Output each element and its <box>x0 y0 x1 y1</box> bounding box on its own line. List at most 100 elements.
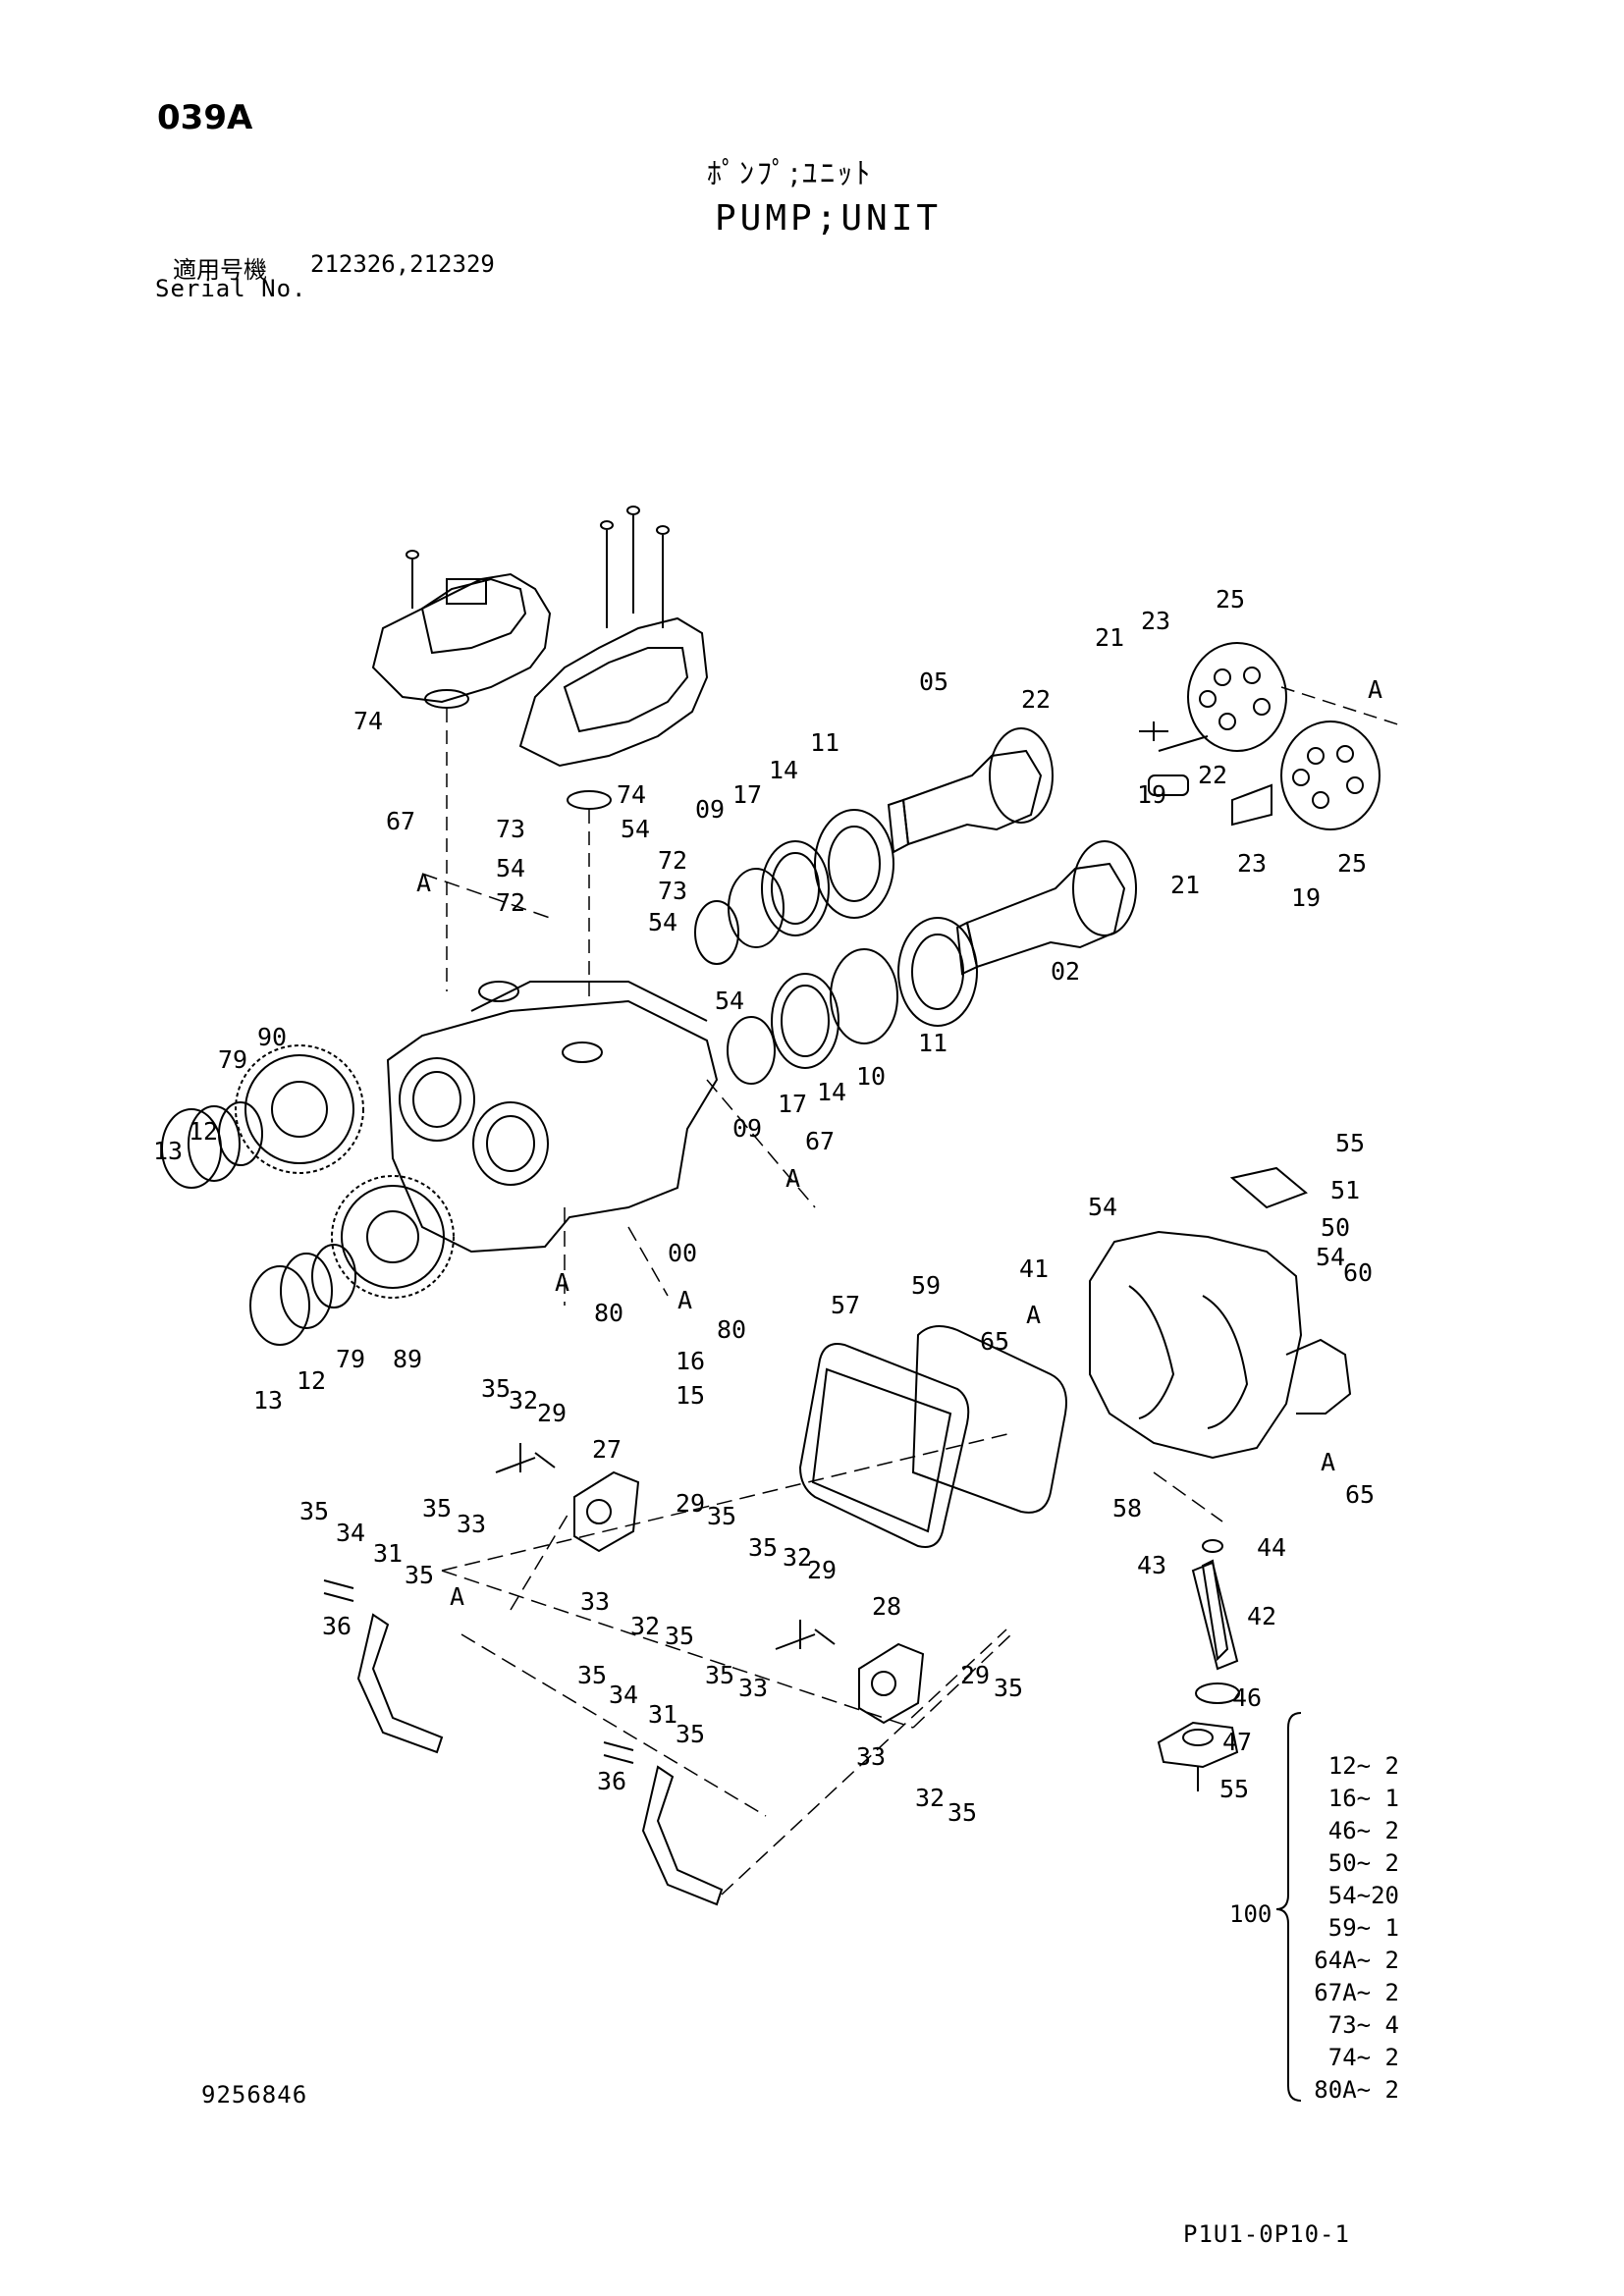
lower-shaft-drawing <box>955 840 1137 976</box>
callout-label: 02 <box>1051 957 1081 986</box>
callout-label: 80 <box>594 1299 624 1327</box>
kit-items-list: 12~ 2 16~ 1 46~ 2 50~ 2 54~20 59~ 1 64A~… <box>1227 1752 1399 2106</box>
bearing-stack-upper <box>694 809 894 965</box>
callout-label: 29 <box>537 1399 568 1427</box>
serial-label-jp: 適用号機 <box>173 256 267 284</box>
bracket-drawing <box>1157 1539 1240 1791</box>
callout-label: 31 <box>373 1539 404 1568</box>
end-cover-drawing <box>1089 1166 1352 1460</box>
lever-upper-drawing <box>323 1579 444 1754</box>
callout-label: 32 <box>630 1612 661 1640</box>
swash-servo-upper-drawing <box>495 1443 640 1553</box>
callout-label: 54 <box>496 854 526 882</box>
callout-label: 35 <box>299 1497 330 1525</box>
callout-label: 59 <box>911 1271 942 1300</box>
bearing-stack-lower <box>727 917 978 1085</box>
callout-label: A <box>555 1268 570 1297</box>
callout-label: 50 <box>1321 1213 1351 1242</box>
callout-label: 31 <box>648 1700 678 1729</box>
callout-label: 29 <box>960 1661 991 1689</box>
page-code: 039A <box>157 98 253 137</box>
callout-label: 36 <box>322 1612 352 1640</box>
callout-label: 35 <box>994 1674 1024 1702</box>
kit-item: 67A~ 2 <box>1314 1979 1399 2006</box>
callout-label: 54 <box>648 908 678 936</box>
callout-label: 21 <box>1170 871 1201 899</box>
callout-label: 79 <box>336 1345 366 1373</box>
callout-label: 17 <box>778 1090 808 1118</box>
callout-label: 90 <box>257 1023 288 1051</box>
kit-item: 12~ 2 <box>1327 1752 1399 1780</box>
regulator-left-drawing <box>371 550 552 991</box>
serial-numbers: 212326,212329 <box>310 250 495 278</box>
callout-label: 14 <box>769 756 799 784</box>
callout-label: 13 <box>253 1386 284 1415</box>
callout-label: 54 <box>715 987 745 1015</box>
callout-label: 10 <box>856 1062 887 1091</box>
swash-servo-lower-drawing <box>775 1620 925 1725</box>
callout-label: 05 <box>919 667 949 696</box>
regulator-right-drawing <box>518 506 709 1001</box>
callout-label: 33 <box>856 1742 887 1771</box>
callout-label: 35 <box>676 1720 706 1748</box>
callout-label: 00 <box>668 1239 698 1267</box>
callout-label: 19 <box>1137 780 1167 809</box>
page-title-jp: ﾎﾟﾝﾌﾟ;ﾕﾆｯﾄ <box>707 157 874 191</box>
callout-label: 23 <box>1141 607 1171 635</box>
callout-label: 47 <box>1222 1728 1253 1756</box>
callout-label: 13 <box>153 1137 184 1165</box>
callout-label: 33 <box>580 1587 611 1616</box>
callout-label: 27 <box>592 1435 623 1464</box>
callout-label: 22 <box>1198 761 1228 789</box>
callout-label: 42 <box>1247 1602 1277 1630</box>
callout-label: 35 <box>707 1502 737 1530</box>
document-number: 9256846 <box>201 2081 308 2109</box>
callout-label: 65 <box>1345 1480 1376 1509</box>
gear-89-drawing <box>331 1175 455 1299</box>
callout-label: A <box>416 869 432 897</box>
kit-item: 74~ 2 <box>1327 2044 1399 2071</box>
callout-label: 35 <box>405 1561 435 1589</box>
callout-label: 74 <box>353 707 384 735</box>
callout-label: 35 <box>705 1661 735 1689</box>
callout-label: A <box>1368 675 1383 704</box>
callout-label: 74 <box>617 780 647 809</box>
lever-lower-drawing <box>603 1741 724 1906</box>
callout-label: 23 <box>1237 849 1268 878</box>
callout-label: 11 <box>810 728 840 757</box>
callout-label: 51 <box>1330 1176 1361 1204</box>
callout-label: 11 <box>918 1029 948 1057</box>
kit-bracket <box>1275 1712 1302 2102</box>
callout-label: 58 <box>1112 1494 1143 1522</box>
callout-label: 54 <box>1316 1243 1346 1271</box>
callout-label: 35 <box>422 1494 453 1522</box>
callout-label: 46 <box>1232 1683 1263 1712</box>
serial-label: Serial No. <box>155 275 307 302</box>
callout-label: 72 <box>658 846 688 875</box>
callout-label: 80 <box>717 1315 747 1344</box>
callout-label: 35 <box>748 1533 779 1562</box>
callout-label: 73 <box>658 877 688 905</box>
callout-label: 89 <box>393 1345 423 1373</box>
callout-label: 15 <box>676 1381 706 1410</box>
callout-label: 73 <box>496 815 526 843</box>
rings-lower-drawing <box>249 1244 356 1346</box>
callout-label: 09 <box>732 1114 763 1143</box>
callout-label: 28 <box>872 1592 902 1621</box>
kit-item: 64A~ 2 <box>1314 1947 1399 1974</box>
reference-lines <box>421 873 1223 1896</box>
callout-label: 16 <box>676 1347 706 1375</box>
callout-label: 65 <box>980 1327 1010 1356</box>
callout-label: 35 <box>665 1622 695 1650</box>
callout-label: 09 <box>695 795 726 824</box>
callout-label: 55 <box>1219 1775 1250 1803</box>
callout-label: 32 <box>915 1784 946 1812</box>
callout-label: 21 <box>1095 623 1125 652</box>
callout-label: 54 <box>621 815 651 843</box>
pump-housing-drawing <box>386 981 719 1254</box>
callout-label: 57 <box>831 1291 861 1319</box>
callout-label: 25 <box>1216 585 1246 614</box>
callout-label: 14 <box>817 1078 847 1106</box>
gasket-drawing <box>798 1325 1067 1548</box>
